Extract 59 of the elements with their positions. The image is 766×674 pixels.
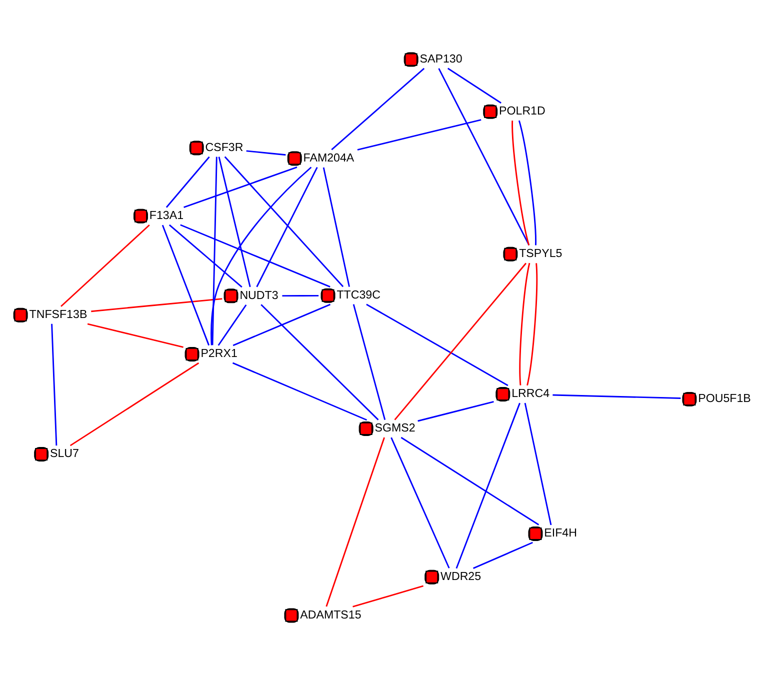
node-label: SGMS2: [374, 422, 416, 434]
connector: [352, 584, 424, 607]
connector: [51, 323, 58, 446]
connector: [218, 156, 251, 287]
connector: [162, 224, 210, 346]
node-label: ADAMTS15: [300, 608, 362, 621]
connector: [394, 262, 527, 420]
connector: [519, 262, 530, 385]
connector: [60, 224, 150, 306]
connector: [400, 436, 540, 525]
connector: [180, 224, 330, 288]
node-label: LRRC4: [512, 388, 550, 400]
node-label: CSF3R: [205, 141, 244, 154]
connector: [438, 68, 530, 246]
connector: [168, 224, 242, 288]
connector: [322, 166, 350, 286]
node-label: FAM204A: [303, 152, 354, 164]
node-label: TSPYL5: [519, 248, 562, 260]
node-label: WDR25: [440, 570, 482, 583]
connector: [184, 166, 298, 208]
node-label: TNFSF13B: [29, 308, 88, 321]
connector: [472, 541, 533, 568]
connector: [218, 304, 247, 346]
node-label: POLR1D: [499, 105, 546, 118]
connector: [232, 362, 368, 420]
connector: [282, 294, 319, 296]
connector: [246, 150, 286, 156]
connector: [256, 166, 318, 287]
node-label: SAP130: [420, 53, 462, 66]
connector: [260, 304, 379, 420]
connector: [524, 402, 552, 525]
connector: [212, 156, 218, 345]
node-label: EIF4H: [544, 527, 577, 540]
connector: [418, 400, 494, 422]
connector: [224, 156, 344, 287]
connector: [357, 118, 482, 150]
connector: [91, 298, 222, 312]
connector: [210, 166, 312, 345]
node-label: NUDT3: [240, 289, 278, 302]
node-label: SLU7: [50, 448, 79, 460]
connector: [232, 303, 331, 346]
connector: [352, 304, 386, 420]
connector: [456, 402, 520, 568]
connector: [526, 262, 538, 386]
connector: [331, 67, 425, 150]
connector: [390, 436, 450, 568]
connector: [512, 120, 530, 245]
connector: [518, 120, 536, 245]
connector: [447, 67, 502, 104]
node-label: TTC39C: [336, 289, 380, 302]
connector: [166, 156, 210, 208]
connector: [87, 322, 184, 348]
node-label: F13A1: [149, 210, 184, 222]
connector: [552, 394, 681, 398]
connector: [326, 436, 385, 606]
connector: [366, 303, 508, 386]
node-label: POU5F1B: [698, 392, 751, 405]
connector: [70, 362, 200, 446]
node-label: P2RX1: [200, 348, 238, 360]
